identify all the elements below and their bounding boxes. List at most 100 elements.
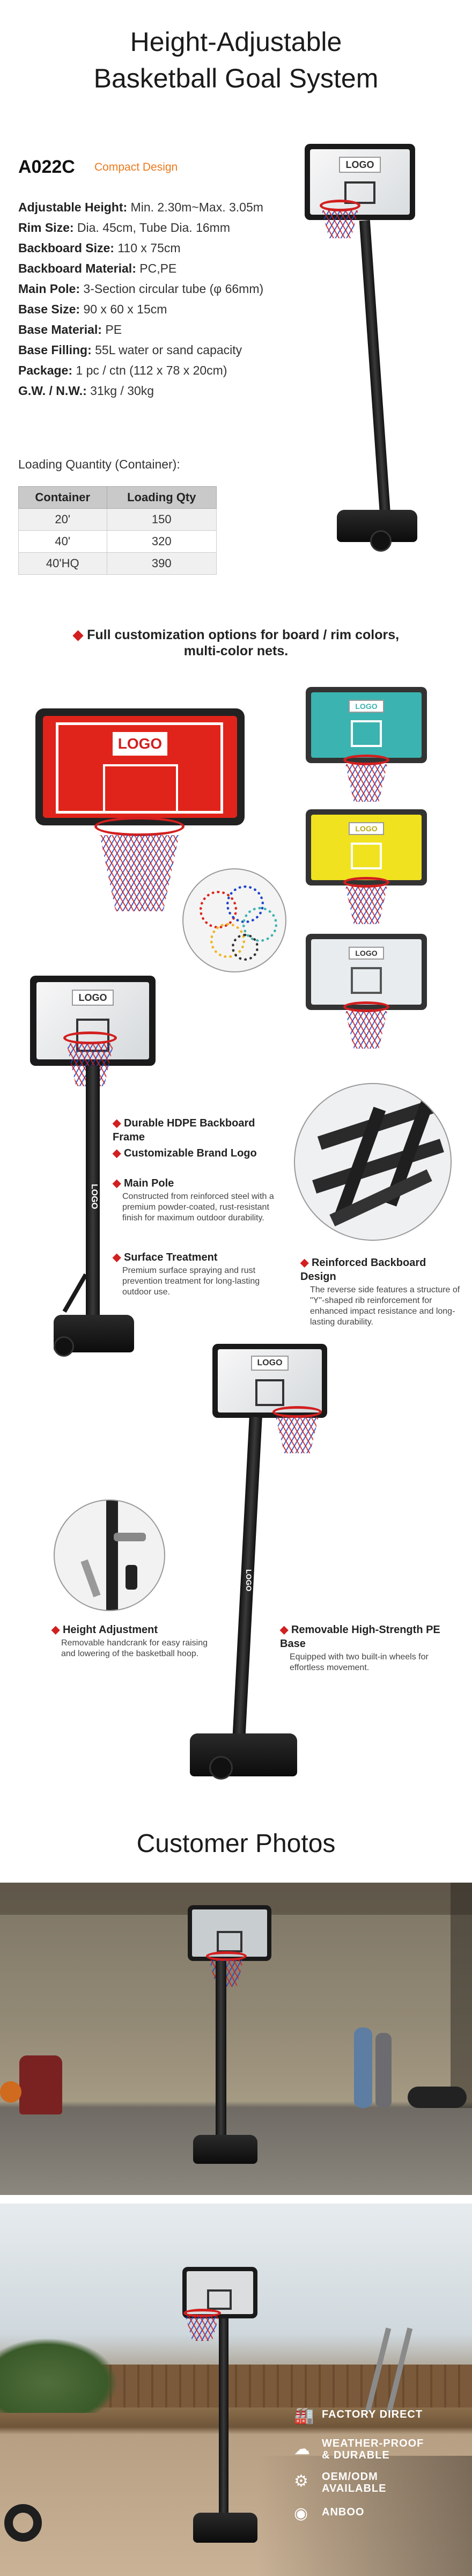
spec-value: 110 x 75cm xyxy=(114,241,181,255)
bullet-icon: ◆ xyxy=(113,1177,121,1189)
teal-board-logo: LOGO xyxy=(349,700,384,713)
spec-value: Min. 2.30m~Max. 3.05m xyxy=(127,200,263,214)
feature-reinforced-backboard: ◆ Reinforced Backboard Design The revers… xyxy=(300,1257,460,1327)
hero-net xyxy=(322,210,358,238)
feature-height-adjustment: ◆ Height Adjustment Removable handcrank … xyxy=(51,1624,208,1658)
table-cell: 390 xyxy=(106,552,217,575)
spec-key: Rim Size: xyxy=(18,221,74,235)
table-cell: 40'HQ xyxy=(18,552,107,575)
loading-header-container: Container xyxy=(18,486,107,509)
spec-row: Base Material: PE xyxy=(18,321,122,338)
feature-hdpe-frame: ◆ Durable HDPE Backboard Frame xyxy=(113,1117,255,1143)
photo1-pole xyxy=(216,1961,226,2154)
spec-key: Main Pole: xyxy=(18,282,80,296)
teal-backboard: LOGO xyxy=(306,687,427,763)
feature1-rim xyxy=(63,1031,117,1044)
bullet-icon: ◆ xyxy=(51,1624,60,1636)
feature2-base xyxy=(190,1733,297,1776)
hero-wheel xyxy=(370,530,392,552)
feature-removable-base: ◆ Removable High-Strength PE Base Equipp… xyxy=(280,1624,440,1672)
customization-line1: Full customization options for board / r… xyxy=(87,627,400,642)
dumbbells xyxy=(408,2087,467,2108)
spec-row: Base Size: 90 x 60 x 15cm xyxy=(18,301,167,318)
yellow-board-logo: LOGO xyxy=(349,822,384,835)
spec-value: 3-Section circular tube (φ 66mm) xyxy=(80,282,264,296)
table-row: 20' 150 xyxy=(18,508,217,531)
basketball xyxy=(0,2081,21,2103)
badge-brand: ANBOO xyxy=(322,2506,365,2518)
spec-row: G.W. / N.W.: 31kg / 30kg xyxy=(18,382,154,399)
spec-row: Base Filling: 55L water or sand capacity xyxy=(18,341,242,358)
table-cell: 20' xyxy=(18,508,107,531)
red-board-logo: LOGO xyxy=(113,732,167,756)
yoga-mat xyxy=(354,2028,372,2108)
yellow-board-net xyxy=(345,887,387,924)
feature2-logo: LOGO xyxy=(251,1356,289,1371)
yellow-backboard: LOGO xyxy=(306,809,427,885)
page-title-line1: Height-Adjustable xyxy=(130,27,342,57)
photo1-rim xyxy=(206,1951,247,1961)
bullet-icon: ◆ xyxy=(113,1252,121,1263)
spec-key: Base Size: xyxy=(18,302,80,316)
spec-key: Backboard Material: xyxy=(18,261,136,275)
spec-row: Main Pole: 3-Section circular tube (φ 66… xyxy=(18,280,263,297)
spec-row: Package: 1 pc / ctn (112 x 78 x 20cm) xyxy=(18,362,227,379)
table-row: 40' 320 xyxy=(18,530,217,553)
photo1-base xyxy=(193,2135,257,2164)
spec-value: 1 pc / ctn (112 x 78 x 20cm) xyxy=(72,363,227,377)
badge-factory-direct: FACTORY DIRECT xyxy=(322,2409,423,2420)
feature2-net xyxy=(276,1417,319,1453)
feature1-wheel xyxy=(54,1336,74,1357)
loading-header-qty: Loading Qty xyxy=(106,486,217,509)
customer-photo-2: 🏭 FACTORY DIRECT ☁ WEATHER-PROOF & DURAB… xyxy=(0,2204,472,2576)
spec-row: Backboard Material: PC,PE xyxy=(18,260,176,277)
reinforced-backboard-circle xyxy=(294,1083,452,1241)
red-board-rim xyxy=(94,817,185,836)
table-cell: 150 xyxy=(106,508,217,531)
pole-logo-2: LOGO xyxy=(245,1569,253,1592)
spec-row: Adjustable Height: Min. 2.30m~Max. 3.05m xyxy=(18,199,263,216)
customization-note: ◆ Full customization options for board /… xyxy=(43,627,429,659)
hero-backboard: LOGO xyxy=(305,144,415,220)
teal-board-net xyxy=(345,764,387,802)
spec-key: Adjustable Height: xyxy=(18,200,128,214)
spec-value: Dia. 45cm, Tube Dia. 16mm xyxy=(73,221,230,235)
spec-value: 55L water or sand capacity xyxy=(91,343,242,357)
spec-row: Rim Size: Dia. 45cm, Tube Dia. 16mm xyxy=(18,219,230,236)
hero-pole xyxy=(359,220,392,531)
white-board-logo: LOGO xyxy=(349,947,384,960)
spec-value: PE xyxy=(101,323,122,336)
yellow-board-rim xyxy=(343,877,389,888)
factory-icon: 🏭 xyxy=(294,2407,314,2425)
spec-key: G.W. / N.W.: xyxy=(18,384,87,398)
feature-brand-logo: ◆ Customizable Brand Logo xyxy=(113,1147,257,1159)
weather-icon: ☁ xyxy=(294,2440,310,2458)
red-backboard: LOGO xyxy=(35,708,245,825)
feature-surface-treatment: ◆ Surface Treatment Premium surface spra… xyxy=(113,1252,260,1297)
brand-icon: ◉ xyxy=(294,2505,308,2522)
feature1-pole xyxy=(86,1066,100,1318)
page-title-line2: Basketball Goal System xyxy=(93,63,379,93)
customer-photo-1 xyxy=(0,1883,472,2195)
table-cell: 320 xyxy=(106,530,217,553)
bullet-icon: ◆ xyxy=(280,1624,289,1636)
yoga-mat-2 xyxy=(375,2033,392,2108)
badge-weather-proof: WEATHER-PROOF & DURABLE xyxy=(322,2438,424,2461)
bullet-icon: ◆ xyxy=(300,1257,309,1269)
loading-table: Container Loading Qty 20' 150 40' 320 40… xyxy=(18,486,217,575)
model-number: A022C xyxy=(18,157,75,177)
height-adjustment-circle xyxy=(54,1499,165,1611)
spec-value: 31kg / 30kg xyxy=(86,384,154,398)
photo2-pole xyxy=(219,2318,228,2522)
table-row: 40'HQ 390 xyxy=(18,552,217,575)
spec-key: Base Material: xyxy=(18,323,102,336)
loading-label: Loading Quantity (Container): xyxy=(18,457,180,471)
hero-logo: LOGO xyxy=(339,157,381,173)
feature-main-pole: ◆ Main Pole Constructed from reinforced … xyxy=(113,1177,274,1223)
model-subtitle: Compact Design xyxy=(94,161,178,173)
photo2-rim xyxy=(183,2309,221,2317)
net-colors-circle xyxy=(182,868,286,972)
feature2-rim xyxy=(272,1406,322,1418)
tire xyxy=(4,2504,42,2542)
customization-line2: multi-color nets. xyxy=(183,643,289,658)
